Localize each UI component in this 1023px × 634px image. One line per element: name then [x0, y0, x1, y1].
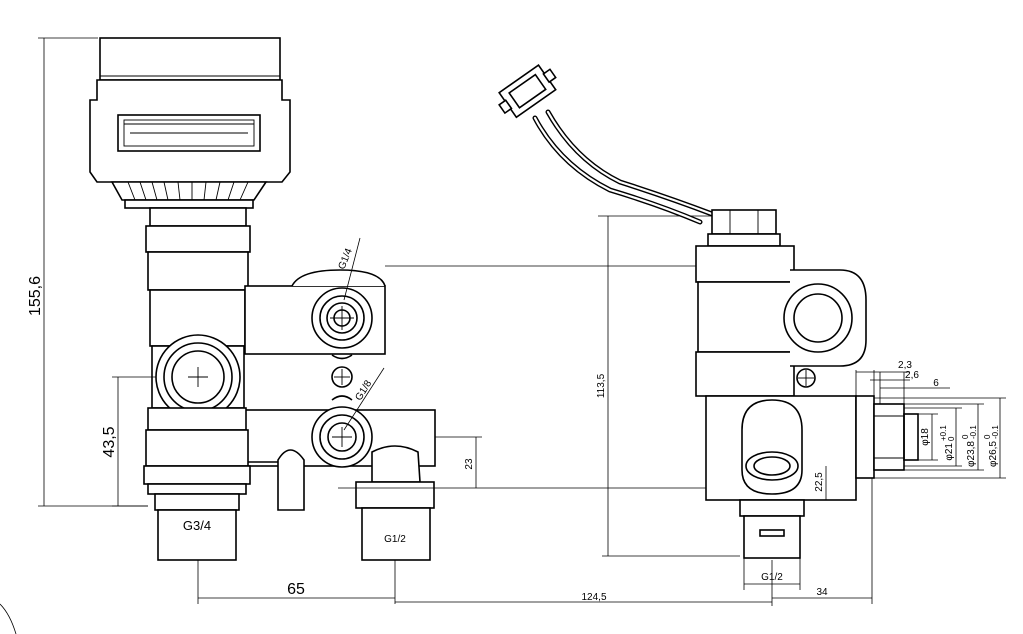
- svg-text:φ21: φ21: [944, 443, 955, 461]
- dim-diameter-1: φ21 +0.1 0: [939, 425, 956, 461]
- thread-main-inlet: G3/4: [183, 518, 211, 533]
- dim-flange-b: 2,6: [905, 370, 919, 381]
- svg-text:φ26,5: φ26,5: [988, 441, 999, 467]
- side-view: [498, 64, 919, 559]
- thread-port-lower: G1/8: [353, 378, 374, 403]
- connector: [498, 64, 557, 119]
- svg-text:φ23,8: φ23,8: [966, 441, 977, 467]
- rib-lines: [127, 181, 249, 201]
- dim-overall-height: 155,6: [27, 276, 44, 316]
- dimension-lines: [0, 37, 1006, 634]
- dim-diameter-3: φ26,5 0 -0.1: [983, 425, 1000, 467]
- thread-bottom-outlet: G1/2: [384, 534, 406, 545]
- dim-spacing-mid: 124,5: [581, 592, 606, 603]
- front-view: [89, 37, 436, 561]
- svg-text:0: 0: [983, 434, 992, 439]
- dim-outlet-offset: 23: [464, 458, 475, 470]
- dim-sensor-offset: 22,5: [814, 472, 825, 492]
- svg-text:+0.1: +0.1: [939, 425, 948, 441]
- dim-flange-c: 6: [933, 378, 939, 389]
- dim-spacing-left: 65: [287, 581, 305, 598]
- dim-spacing-right: 34: [816, 587, 828, 598]
- svg-text:-0.1: -0.1: [969, 425, 978, 439]
- svg-text:0: 0: [947, 436, 956, 441]
- dim-diameter-2: φ23,8 0 -0.1: [961, 425, 978, 467]
- svg-text:0: 0: [961, 434, 970, 439]
- dim-flange-a: 2,3: [898, 360, 912, 371]
- dim-side-height: 113,5: [596, 373, 607, 398]
- svg-text:-0.1: -0.1: [991, 425, 1000, 439]
- thread-side-outlet: G1/2: [761, 572, 783, 583]
- dim-lower-height: 43,5: [101, 426, 118, 457]
- dim-inner-diameter: φ18: [920, 428, 931, 446]
- dimension-labels: 155,6 43,5 113,5 23 22,5 65 124,5 34 2,3…: [27, 276, 1000, 603]
